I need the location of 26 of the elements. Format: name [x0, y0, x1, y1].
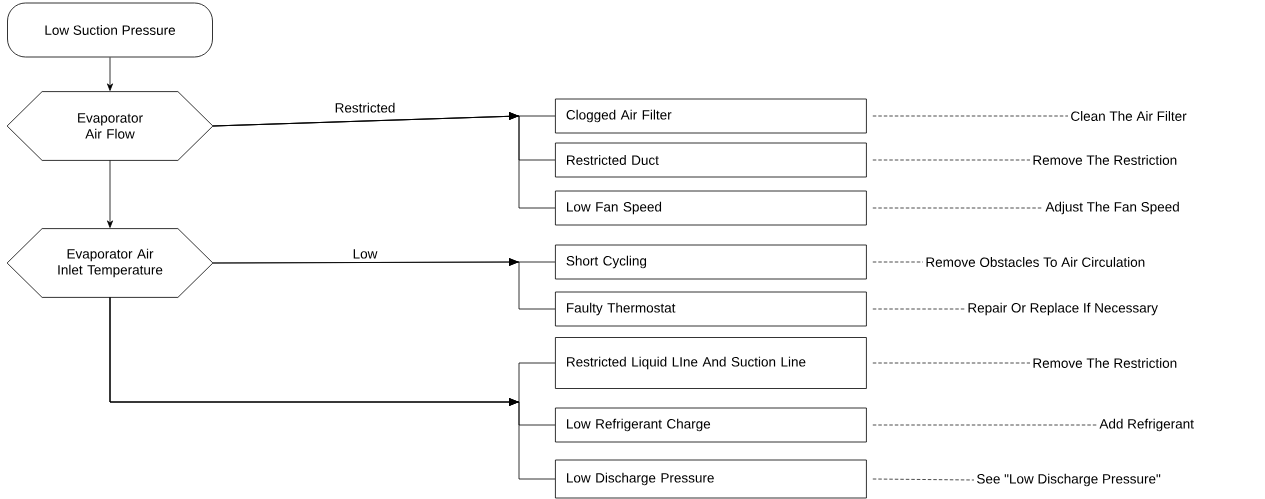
cause-box: Low Fan Speed	[555, 190, 867, 226]
arrow	[212, 112, 556, 209]
remedy-text: Repair Or Replace If Necessary	[968, 302, 1158, 316]
remedy-text: Clean The Air Filter	[1071, 111, 1187, 121]
decision-hexagon: Evaporator Air Inlet Temperature	[6, 228, 214, 298]
decision-hexagon: Evaporator Air Flow	[6, 91, 214, 161]
cause-box: Clogged Air Filter	[555, 98, 867, 134]
remedy-text: Adjust The Fan Speed	[1045, 201, 1179, 215]
edge-label: Low	[353, 249, 378, 259]
arrow	[107, 57, 113, 91]
remedy-text: See "Low Discharge Pressure"	[977, 473, 1161, 487]
cause-box: Faulty Thermostat	[555, 291, 867, 327]
cause-box: Short Cycling	[555, 244, 867, 280]
arrow	[107, 160, 113, 228]
cause-box: Low Discharge Pressure	[555, 459, 867, 499]
remedy-text: Remove Obstacles To Air Circulation	[926, 257, 1145, 267]
arrow	[212, 258, 556, 310]
remedy-text: Add Refrigerant	[1099, 418, 1194, 432]
arrow	[109, 297, 556, 480]
cause-box: Restricted Duct	[555, 142, 867, 178]
start-terminal: Low Suction Pressure	[7, 2, 213, 58]
remedy-text: Remove The Restriction	[1033, 155, 1177, 165]
edge-label: Restricted	[335, 102, 395, 113]
cause-box: Low Refrigerant Charge	[555, 407, 867, 443]
remedy-text: Remove The Restriction	[1033, 358, 1177, 368]
cause-box: Restricted Liquid LIne And Suction Line	[555, 337, 867, 389]
